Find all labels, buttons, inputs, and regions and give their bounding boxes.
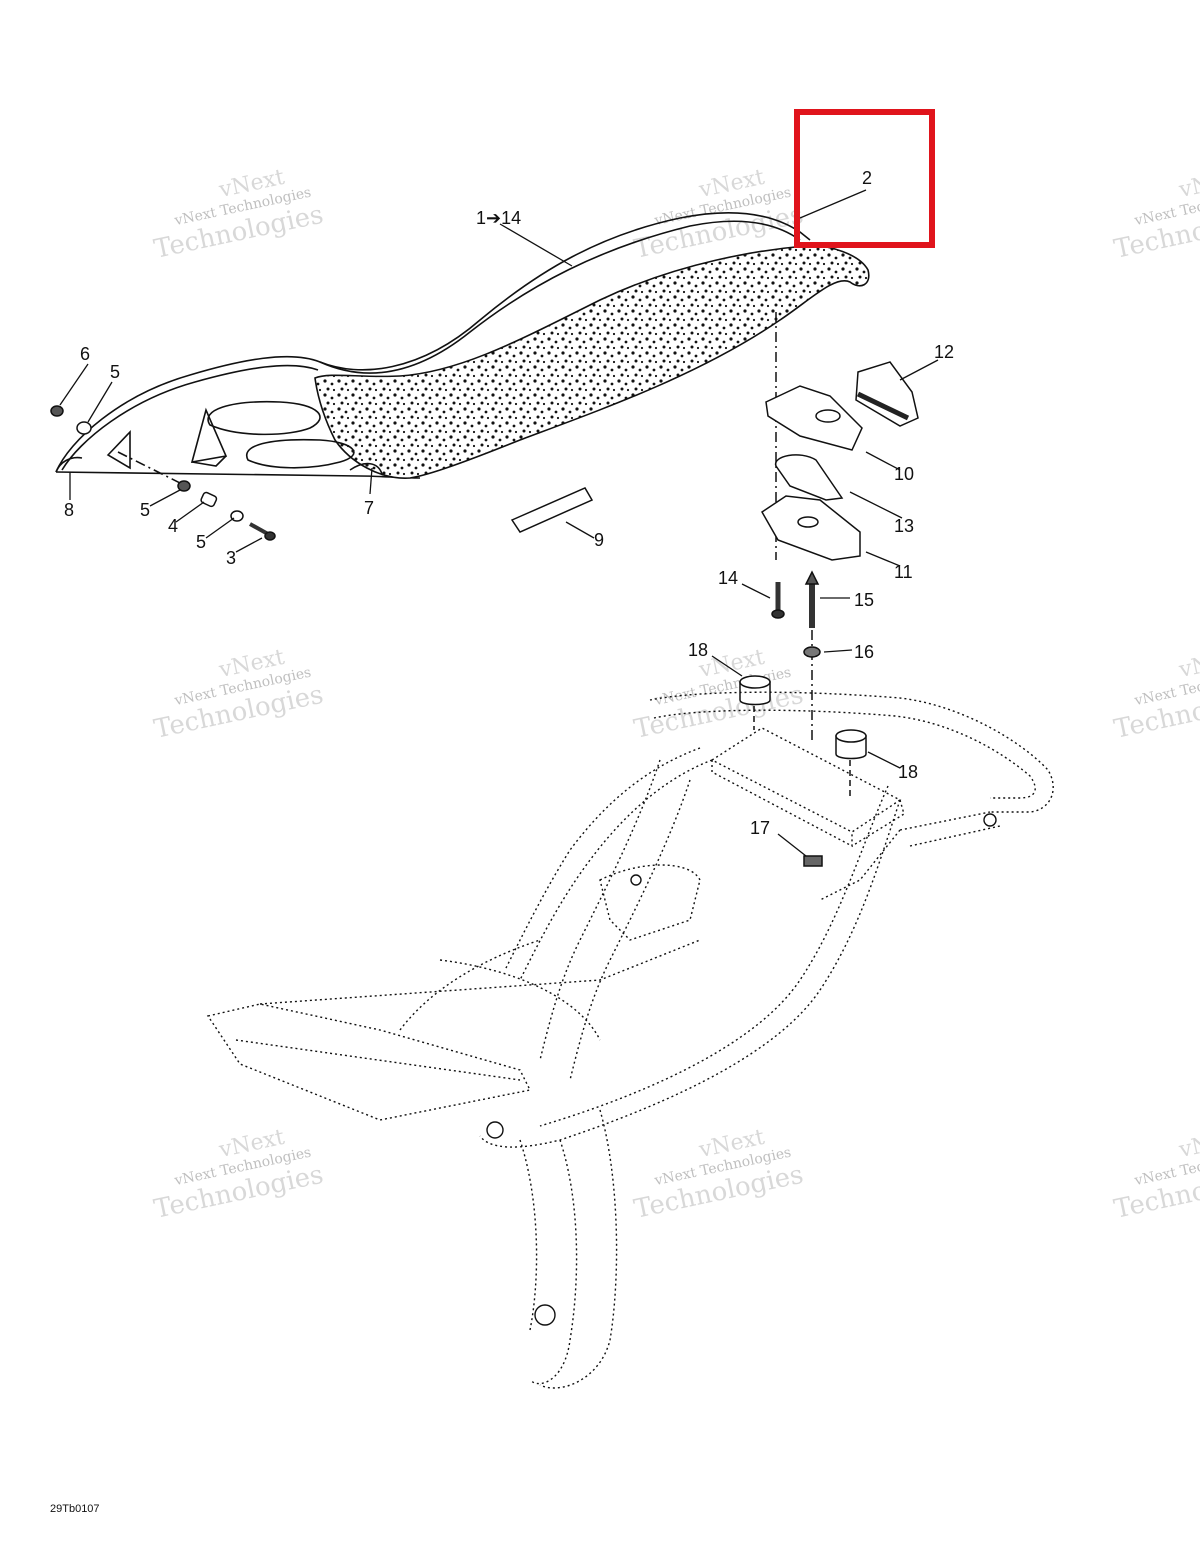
gasket-13 — [775, 454, 844, 501]
spacer-4 — [200, 491, 218, 508]
front-fasteners — [50, 405, 276, 541]
callout-4: 4 — [168, 516, 178, 536]
drawing-code: 29Tb0107 — [50, 1503, 100, 1515]
bolt-3 — [249, 522, 269, 536]
bracket-10 — [765, 385, 863, 451]
washer-5-top — [76, 421, 92, 435]
callout-6: 6 — [80, 344, 90, 364]
watermark-text: vNext — [1176, 165, 1200, 203]
rubber-bumpers — [739, 675, 867, 867]
callout-9: 9 — [594, 530, 604, 550]
watermark-text: vNext — [1176, 645, 1200, 683]
bracket-11 — [761, 495, 861, 561]
seat-foam — [314, 245, 870, 479]
callout-5-top: 5 — [110, 362, 120, 382]
callout-3: 3 — [226, 548, 236, 568]
vehicle-frame — [206, 691, 1054, 1389]
callout-12: 12 — [934, 342, 954, 362]
latch-assembly — [761, 312, 919, 740]
washer-5-mid — [177, 480, 191, 492]
nut-6 — [50, 405, 64, 417]
callout-17: 17 — [750, 818, 770, 838]
callout-10: 10 — [894, 464, 914, 484]
leader-lines — [59, 189, 939, 857]
callout-7: 7 — [364, 498, 374, 518]
latch-12 — [855, 361, 919, 427]
callout-2: 2 — [862, 168, 872, 188]
nut-16 — [803, 646, 821, 658]
callout-18-right: 18 — [898, 762, 918, 782]
seat-assembly — [55, 211, 870, 485]
callout-5-low: 5 — [196, 532, 206, 552]
callout-11: 11 — [894, 562, 913, 582]
nut-17 — [803, 855, 823, 867]
highlight-box — [794, 109, 935, 248]
watermark-text: vNext — [1176, 1125, 1200, 1163]
callout-1-14: 1➔14 — [476, 208, 521, 228]
callout-13: 13 — [894, 516, 914, 536]
callout-labels: 1➔14 2 6 5 8 5 4 5 3 7 9 12 10 13 11 14 … — [64, 168, 954, 838]
callout-18-left: 18 — [688, 640, 708, 660]
frame-holes — [486, 813, 997, 1326]
callout-16: 16 — [854, 642, 874, 662]
callout-8: 8 — [64, 500, 74, 520]
callout-15: 15 — [854, 590, 874, 610]
callout-14: 14 — [718, 568, 738, 588]
seat-cover — [55, 211, 811, 473]
callout-5-mid: 5 — [140, 500, 150, 520]
strap-9 — [510, 487, 594, 533]
